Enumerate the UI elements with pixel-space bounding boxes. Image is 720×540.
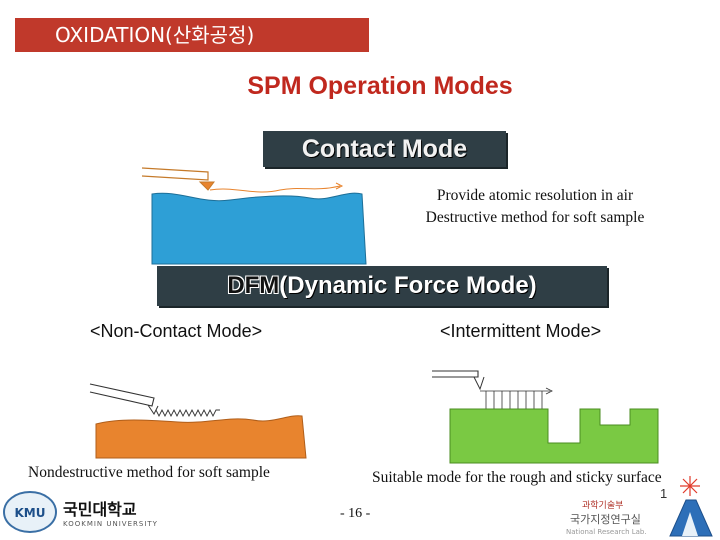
slide-number: 1 (660, 486, 668, 501)
university-name-korean: 국민대학교 (63, 500, 137, 519)
kmu-logo-icon: KMU (3, 491, 57, 533)
cantilever (432, 370, 479, 378)
cantilever-tip (147, 404, 159, 415)
intermittent-description: Suitable mode for the rough and sticky s… (372, 469, 662, 486)
slide-title: SPM Operation Modes (247, 72, 513, 100)
research-lab-logo-icon (669, 476, 713, 537)
kmu-logo-text: KMU (15, 506, 46, 520)
dfm-full-name: (Dynamic Force Mode) (279, 272, 537, 299)
sample-surface (95, 415, 307, 459)
tracking-path (209, 185, 341, 193)
contact-description-line-2: Destructive method for soft sample (425, 209, 645, 226)
ministry-name: 과학기술부 (582, 501, 624, 511)
contact-description-line-1: Provide atomic resolution in air (436, 187, 634, 204)
dfm-acronym: DFM (227, 272, 280, 299)
sample-surface (151, 192, 367, 265)
contact-mode-diagram (141, 167, 367, 265)
contact-mode-box: Contact Mode (263, 131, 506, 167)
intermittent-mode-diagram (432, 370, 659, 464)
section-banner: OXIDATION(산화공정) (15, 18, 369, 52)
non-contact-mode-label: <Non-Contact Mode> (90, 321, 263, 341)
university-name-english: KOOKMIN UNIVERSITY (63, 520, 158, 528)
non-contact-description: Nondestructive method for soft sample (28, 464, 270, 481)
non-contact-mode-diagram (89, 383, 307, 459)
cantilever-tip (473, 376, 485, 391)
cantilever-tip (198, 181, 215, 191)
cantilever (89, 383, 155, 407)
dfm-mode-box: DFM(Dynamic Force Mode) (157, 266, 607, 306)
sample-surface (449, 408, 659, 464)
cantilever (141, 167, 209, 181)
oscillation-path (155, 408, 220, 418)
page-number: - 16 - (340, 506, 371, 521)
lab-name-korean: 국가지정연구실 (570, 513, 641, 526)
intermittent-mode-label: <Intermittent Mode> (440, 321, 602, 341)
lab-name-english: National Research Lab. (566, 528, 647, 536)
